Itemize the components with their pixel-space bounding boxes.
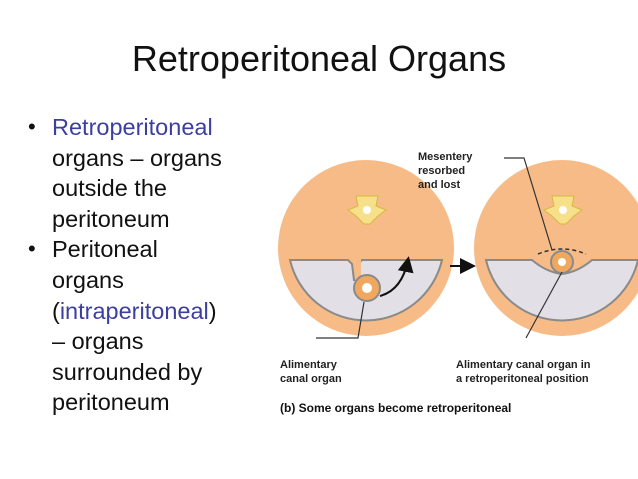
paren-close: ): [208, 297, 217, 324]
bullet-line: (intraperitoneal): [52, 296, 276, 327]
left-vertebra-icon: [346, 195, 388, 225]
bullet-line-text: – organs: [52, 328, 144, 355]
term-intraperitoneal: intraperitoneal: [59, 297, 209, 324]
label-alimentary-1: Alimentary: [280, 359, 338, 371]
bullet-line: peritoneum: [52, 204, 276, 235]
bullet-text: Retroperitoneal organs – organs outside …: [52, 112, 276, 234]
right-peritoneal-cavity: [484, 259, 638, 322]
resorbed-mesentery-line: [537, 248, 587, 255]
left-organ-lumen: [362, 283, 372, 293]
left-mesentery: [355, 256, 361, 288]
paren-open: (: [52, 297, 60, 324]
right-cross-section: [474, 160, 638, 336]
label-mesentery-2: resorbed: [418, 165, 465, 177]
figure-caption: (b) Some organs become retroperitoneal: [280, 401, 511, 415]
right-vertebra-icon: [542, 195, 584, 225]
bullet-dot: •: [28, 236, 36, 262]
bullet-peritoneal: • Peritoneal organs (intraperitoneal) – …: [26, 234, 276, 418]
bullet-line-text: surrounded by: [52, 358, 203, 385]
bullet-line: Peritoneal: [52, 234, 276, 265]
mesentery-leader: [504, 157, 553, 251]
term-retroperitoneal: Retroperitoneal: [52, 114, 213, 140]
bullet-line: Retroperitoneal: [52, 112, 276, 143]
bullet-line-text: organs – organs: [52, 144, 222, 171]
bullet-list: • Retroperitoneal organs – organs outsid…: [26, 112, 276, 418]
bullet-line-text: organs: [52, 266, 124, 293]
label-mesentery-1: Mesentery: [418, 151, 473, 163]
bullet-line-text: peritoneum: [52, 389, 170, 416]
bullet-line: peritoneum: [52, 387, 276, 418]
bullet-line-text: outside the: [52, 175, 167, 202]
label-retro-2: a retroperitoneal position: [456, 373, 589, 385]
label-alimentary-2: canal organ: [280, 373, 342, 385]
bullet-line: organs: [52, 265, 276, 296]
bullet-text: Peritoneal organs (intraperitoneal) – or…: [52, 234, 276, 418]
right-organ-leader: [525, 271, 563, 339]
bullet-line: – organs: [52, 326, 276, 357]
bullet-line-text: Peritoneal: [52, 236, 158, 263]
slide-title: Retroperitoneal Organs: [131, 38, 507, 79]
peritoneum-diagram: Mesentery resorbed and lost Alimentary c…: [278, 151, 638, 415]
bullet-line: organs – organs: [52, 143, 276, 174]
bullet-retroperitoneal: • Retroperitoneal organs – organs outsid…: [26, 112, 276, 234]
left-cross-section: [278, 160, 454, 336]
left-curved-arrow: [379, 256, 414, 297]
right-organ-lumen: [558, 258, 566, 266]
left-organ-leader: [316, 301, 365, 339]
bullet-dot: •: [28, 114, 36, 139]
bullet-line-text: peritoneum: [52, 205, 170, 232]
bullet-line: outside the: [52, 173, 276, 204]
label-mesentery-3: and lost: [418, 179, 461, 191]
label-retro-1: Alimentary canal organ in: [456, 359, 591, 371]
bullet-line: surrounded by: [52, 357, 276, 388]
